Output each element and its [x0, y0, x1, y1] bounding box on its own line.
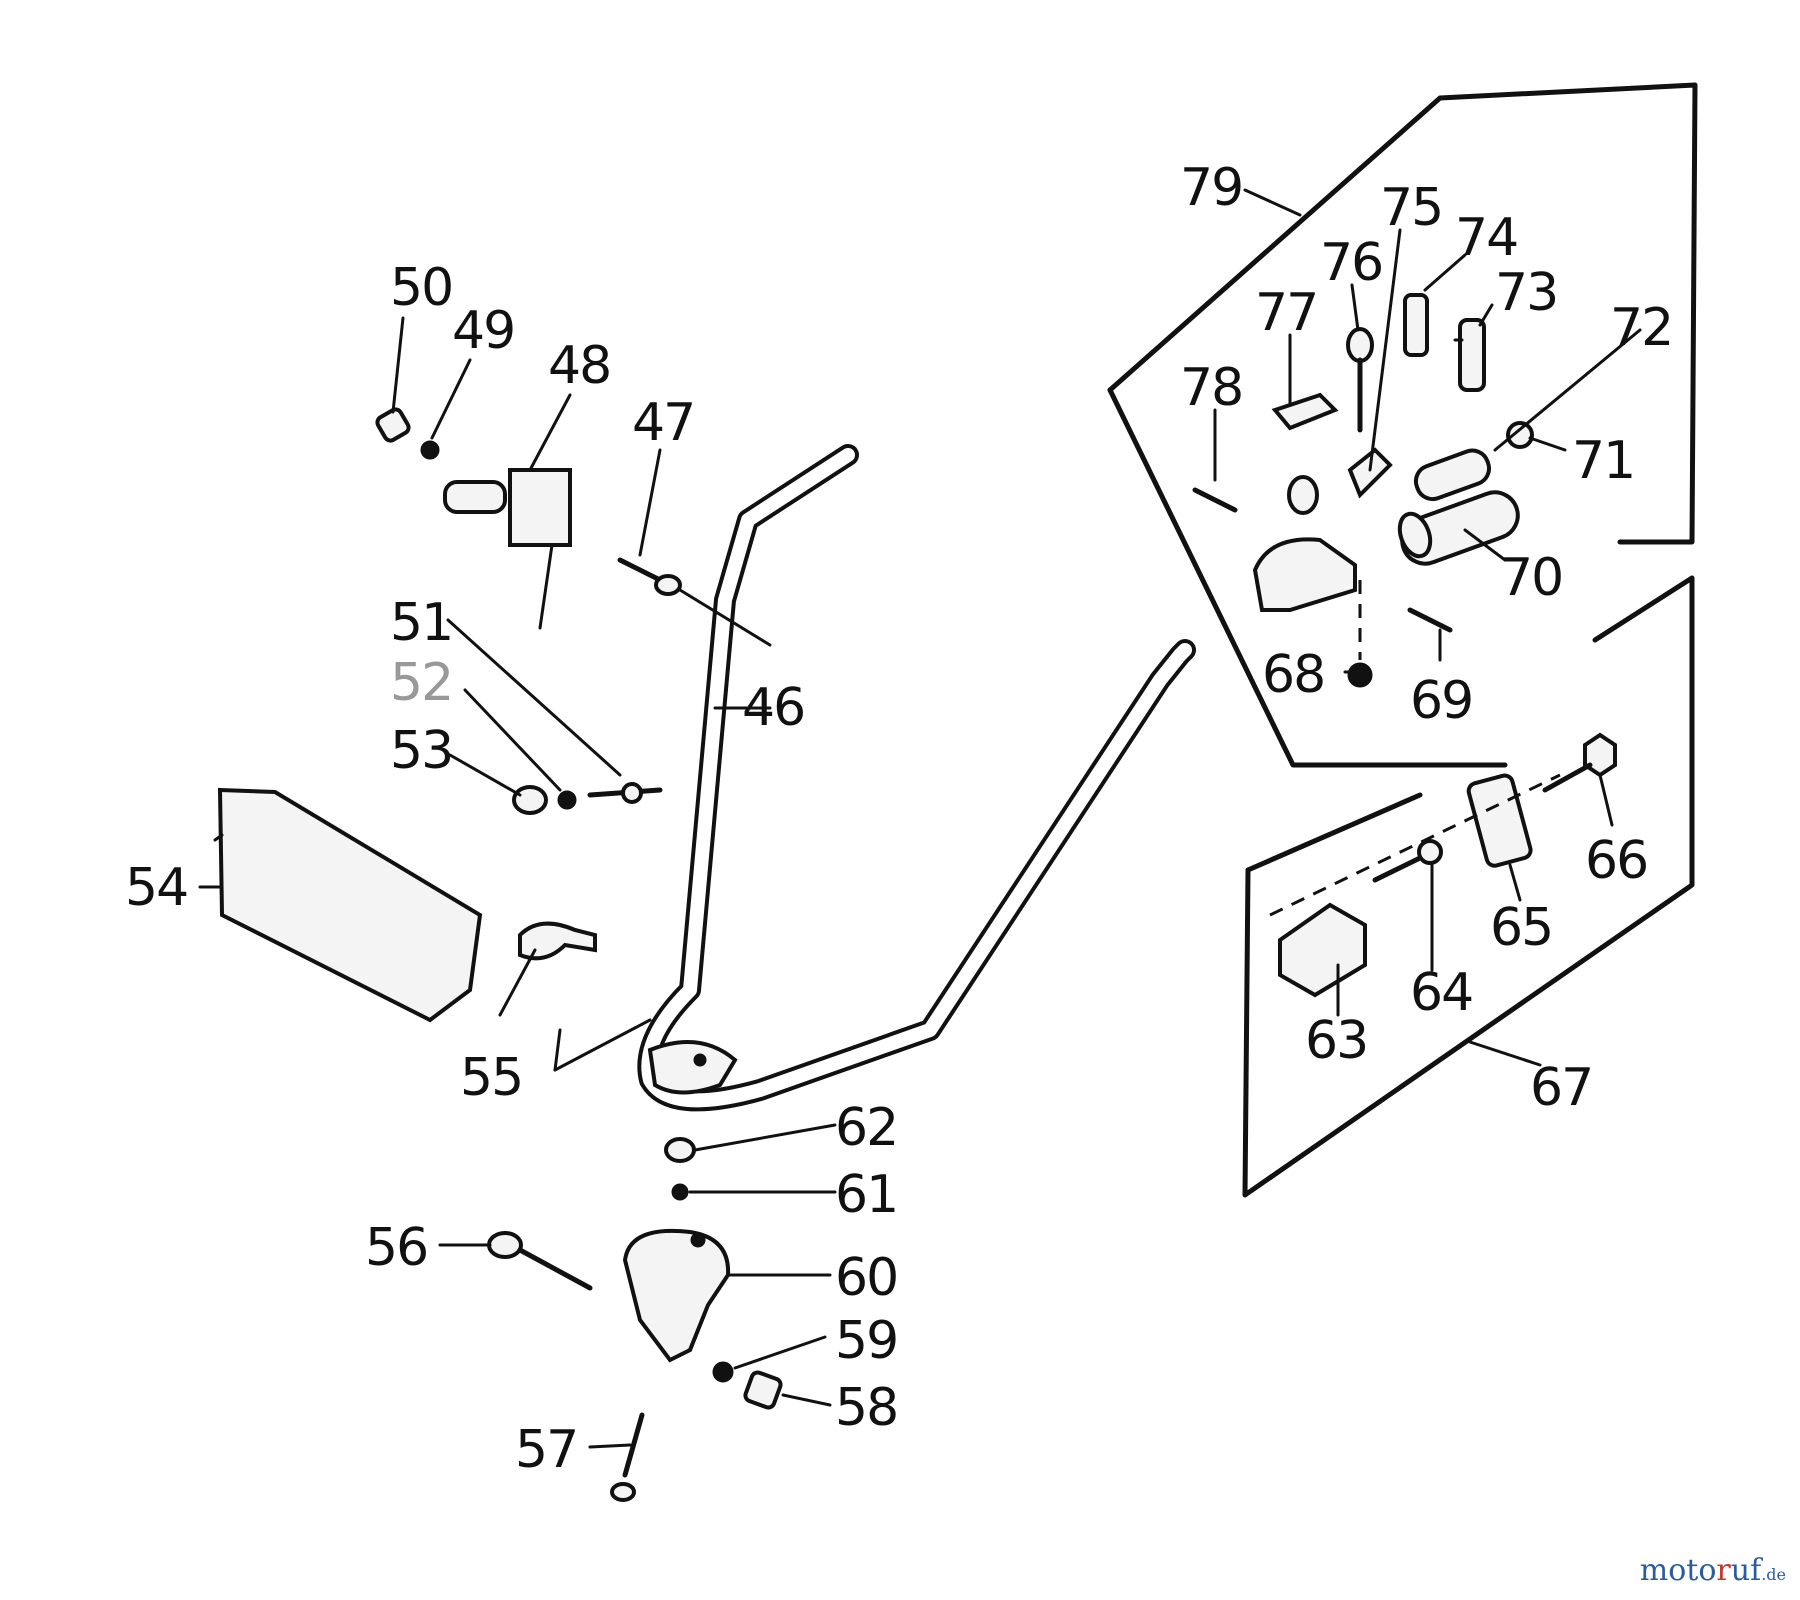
label-79: 79: [1180, 158, 1242, 218]
handlebar-tube: [637, 444, 1196, 1112]
part-labels: 50 49 48 47 46 51 52 53 54 55 56 57 58 5…: [125, 158, 1674, 1480]
motoruf-watermark-logo: motoruf.de: [1640, 1553, 1786, 1588]
part-48-switch-block: [443, 468, 572, 630]
part-76-screw: [1346, 327, 1374, 433]
label-58: 58: [835, 1378, 897, 1438]
part-53-nut: [512, 785, 548, 815]
label-67: 67: [1530, 1058, 1592, 1118]
part-77-clip: [1271, 392, 1339, 515]
part-70-grip: [1397, 490, 1520, 566]
watermark-tld: .de: [1761, 1565, 1786, 1584]
label-54: 54: [125, 858, 187, 918]
label-73: 73: [1495, 263, 1557, 323]
label-47: 47: [632, 393, 694, 453]
part-52-washer: [557, 790, 577, 810]
part-54-cover-plate: [213, 787, 483, 1023]
label-60: 60: [835, 1248, 897, 1308]
part-62-nut: [664, 1137, 696, 1163]
part-66-bolt: [1542, 732, 1617, 793]
throttle-housing: [1252, 537, 1357, 612]
part-71-cap: [1506, 421, 1534, 449]
part-61-washer: [671, 1183, 689, 1201]
part-65-block: [1466, 773, 1533, 868]
label-49: 49: [452, 301, 514, 361]
label-77: 77: [1255, 283, 1317, 343]
part-49-washer: [420, 440, 440, 460]
label-61: 61: [835, 1165, 897, 1225]
part-50-nut: [375, 407, 411, 443]
label-59: 59: [835, 1311, 897, 1371]
leader-lines: [198, 188, 1642, 1449]
label-62: 62: [835, 1098, 897, 1158]
part-75-lever: [1347, 447, 1393, 499]
label-76: 76: [1320, 233, 1382, 293]
part-72-grip-inner: [1413, 448, 1492, 502]
kit-67-outline: [1242, 575, 1695, 1198]
label-50: 50: [390, 258, 452, 318]
label-55: 55: [460, 1048, 522, 1108]
label-69: 69: [1410, 671, 1472, 731]
label-48: 48: [548, 336, 610, 396]
label-63: 63: [1305, 1011, 1367, 1071]
assembly-axis-line: [1269, 773, 1561, 917]
watermark-name-start: moto: [1639, 1553, 1717, 1588]
label-57: 57: [515, 1420, 577, 1480]
part-55-clamp: [518, 921, 597, 961]
part-59-washer: [712, 1361, 734, 1383]
label-56: 56: [365, 1218, 427, 1278]
part-51-bolt: [587, 782, 663, 804]
part-56-bolt: [487, 1231, 593, 1291]
label-51: 51: [390, 593, 452, 653]
part-60-pivot-housing: [622, 1228, 731, 1363]
label-66: 66: [1585, 831, 1647, 891]
part-73-insert: [1453, 318, 1486, 392]
label-74: 74: [1455, 208, 1517, 268]
part-78-spring: [1192, 487, 1238, 513]
label-78: 78: [1180, 358, 1242, 418]
label-64: 64: [1410, 963, 1472, 1023]
label-52: 52: [390, 653, 452, 713]
label-46: 46: [742, 678, 804, 738]
part-74-insert: [1403, 293, 1429, 357]
part-68-nut: [1347, 580, 1373, 688]
label-65: 65: [1490, 898, 1552, 958]
watermark-name-end: uf: [1730, 1553, 1762, 1588]
part-47-screw: [617, 557, 682, 596]
part-69-spring: [1407, 607, 1453, 633]
part-64-spring: [1372, 839, 1443, 883]
label-53: 53: [390, 721, 452, 781]
part-63-switch: [1278, 902, 1367, 998]
part-58-nut: [743, 1370, 783, 1410]
label-68: 68: [1262, 645, 1324, 705]
kit-79-outline: [1107, 82, 1698, 768]
label-72: 72: [1610, 298, 1672, 358]
watermark-name-accent: r: [1716, 1553, 1731, 1588]
label-71: 71: [1572, 431, 1634, 491]
part-57-screw: [610, 1412, 645, 1502]
label-75: 75: [1380, 178, 1442, 238]
label-70: 70: [1500, 548, 1562, 608]
